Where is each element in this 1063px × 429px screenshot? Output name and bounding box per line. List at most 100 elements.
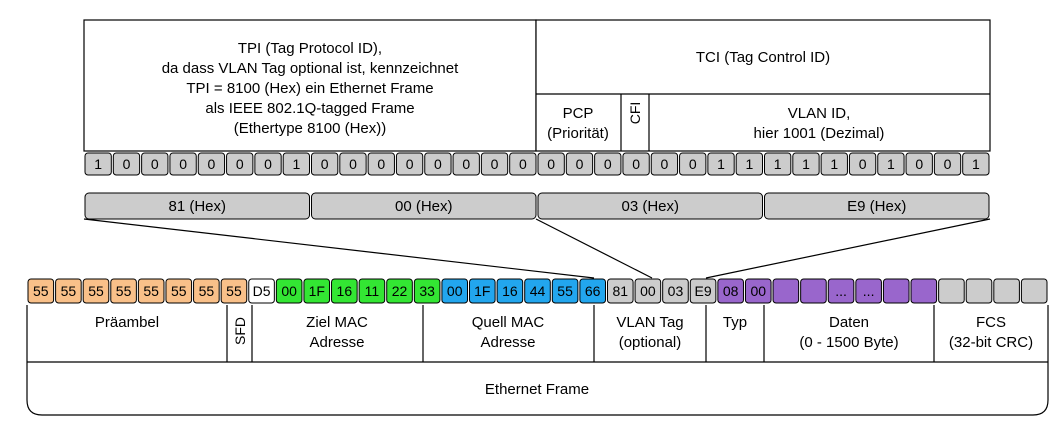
frame-byte-cell: 00	[441, 278, 469, 304]
bit-value: 1	[745, 156, 753, 172]
bit-value: 0	[604, 156, 612, 172]
bit-cell: 0	[509, 152, 537, 176]
bit-cell: 1	[735, 152, 763, 176]
ziel-mac-label: Ziel MAC	[306, 314, 368, 331]
frame-byte-cell: E9	[689, 278, 717, 304]
bit-value: 1	[830, 156, 838, 172]
frame-byte-value: 55	[171, 283, 187, 299]
frame-byte-cell: 55	[551, 278, 579, 304]
frame-byte-value: ...	[863, 283, 875, 299]
frame-byte-cell: D5	[248, 278, 275, 304]
frame-byte-value: 16	[337, 283, 353, 299]
vlan-id-label: VLAN ID,	[788, 105, 851, 122]
frame-byte-value: 1F	[474, 283, 490, 299]
frame-byte-cell: 11	[358, 278, 386, 304]
frame-byte-value: 44	[530, 283, 546, 299]
bit-cell: 0	[452, 152, 480, 176]
frame-byte-cell	[772, 278, 800, 304]
vlan-tag-label: VLAN Tag	[616, 314, 683, 331]
bit-cell: 0	[339, 152, 367, 176]
bit-cell: 0	[905, 152, 933, 176]
bit-cell: 1	[962, 152, 990, 176]
bit-cell: 0	[679, 152, 707, 176]
hex-byte-label: 00 (Hex)	[395, 198, 453, 215]
frame-byte-value: 66	[585, 283, 601, 299]
bit-value: 0	[491, 156, 499, 172]
tpi-line-3: TPI = 8100 (Hex) ein Ethernet Frame	[186, 80, 433, 97]
bit-cell: 0	[650, 152, 679, 176]
bit-cell: 0	[594, 152, 622, 176]
frame-byte-value: 55	[557, 283, 573, 299]
bit-value: 0	[236, 156, 244, 172]
tpi-line-4: als IEEE 802.1Q-tagged Frame	[205, 100, 414, 117]
bit-cell: 1	[877, 152, 905, 176]
bit-cell: 0	[424, 152, 452, 176]
bit-value: 0	[123, 156, 131, 172]
bit-value: 0	[661, 156, 669, 172]
fcs-sublabel: (32-bit CRC)	[949, 334, 1033, 351]
frame-byte-cell: 08	[717, 278, 744, 304]
frame-byte-cell: 00	[744, 278, 772, 304]
frame-byte-value: 55	[199, 283, 215, 299]
frame-byte-cell: 1F	[469, 278, 496, 304]
bit-value: 1	[887, 156, 895, 172]
bit-cell: 0	[169, 152, 197, 176]
frame-byte-value: 55	[143, 283, 159, 299]
frame-byte-cell: 33	[413, 278, 441, 304]
field-boxes	[26, 305, 1049, 416]
frame-byte-value: E9	[695, 283, 712, 299]
frame-byte-cell: 55	[55, 278, 82, 304]
bit-cell: 1	[792, 152, 820, 176]
frame-byte-value: 55	[116, 283, 132, 299]
bit-value: 1	[94, 156, 102, 172]
bit-value: 0	[689, 156, 697, 172]
frame-byte-cell: 66	[579, 278, 606, 304]
frame-byte-cell: 55	[165, 278, 193, 304]
hex-byte-cell: 03 (Hex)	[537, 192, 763, 220]
bit-cell: 0	[112, 152, 141, 176]
frame-byte-value: 55	[88, 283, 104, 299]
bit-value: 0	[944, 156, 952, 172]
pcp-label: PCP	[563, 105, 594, 122]
bit-value: 0	[547, 156, 555, 172]
frame-byte-cell: 00	[275, 278, 303, 304]
hex-byte-cell: 81 (Hex)	[84, 192, 310, 220]
frame-byte-cell: 03	[662, 278, 689, 304]
sfd-label: SFD	[232, 317, 248, 345]
bit-value: 0	[576, 156, 584, 172]
praeambel-label: Präambel	[95, 314, 159, 331]
frame-byte-cell	[800, 278, 827, 304]
frame-byte-cell	[882, 278, 910, 304]
frame-byte-value: 55	[61, 283, 77, 299]
hex-byte-row: 81 (Hex)00 (Hex)03 (Hex)E9 (Hex)	[84, 192, 990, 220]
bit-value: 0	[208, 156, 216, 172]
bit-value: 1	[292, 156, 300, 172]
frame-byte-value: 81	[612, 283, 628, 299]
tci-label: TCI (Tag Control ID)	[696, 49, 830, 66]
bit-value: 1	[774, 156, 782, 172]
bit-value: 0	[377, 156, 385, 172]
frame-byte-value: 03	[668, 283, 684, 299]
bit-value: 1	[717, 156, 725, 172]
bit-value: 0	[915, 156, 923, 172]
bit-cell: 0	[395, 152, 424, 176]
bit-value: 0	[264, 156, 272, 172]
bit-cell: 0	[311, 152, 339, 176]
bit-cell: 0	[254, 152, 282, 176]
bit-cell: 1	[84, 152, 112, 176]
bit-value: 0	[632, 156, 640, 172]
frame-byte-value: 55	[33, 283, 49, 299]
quell-mac-sublabel: Adresse	[480, 334, 535, 351]
tpi-line-1: TPI (Tag Protocol ID),	[238, 40, 382, 57]
bit-cell: 0	[933, 152, 962, 176]
bit-value: 0	[179, 156, 187, 172]
frame-byte-cell	[1020, 278, 1048, 304]
frame-byte-value: 00	[281, 283, 297, 299]
frame-byte-cell	[965, 278, 993, 304]
bit-value: 0	[349, 156, 357, 172]
frame-byte-value: 1F	[309, 283, 325, 299]
bit-cell: 0	[480, 152, 509, 176]
bit-value: 1	[802, 156, 810, 172]
frame-byte-cell: 00	[634, 278, 662, 304]
